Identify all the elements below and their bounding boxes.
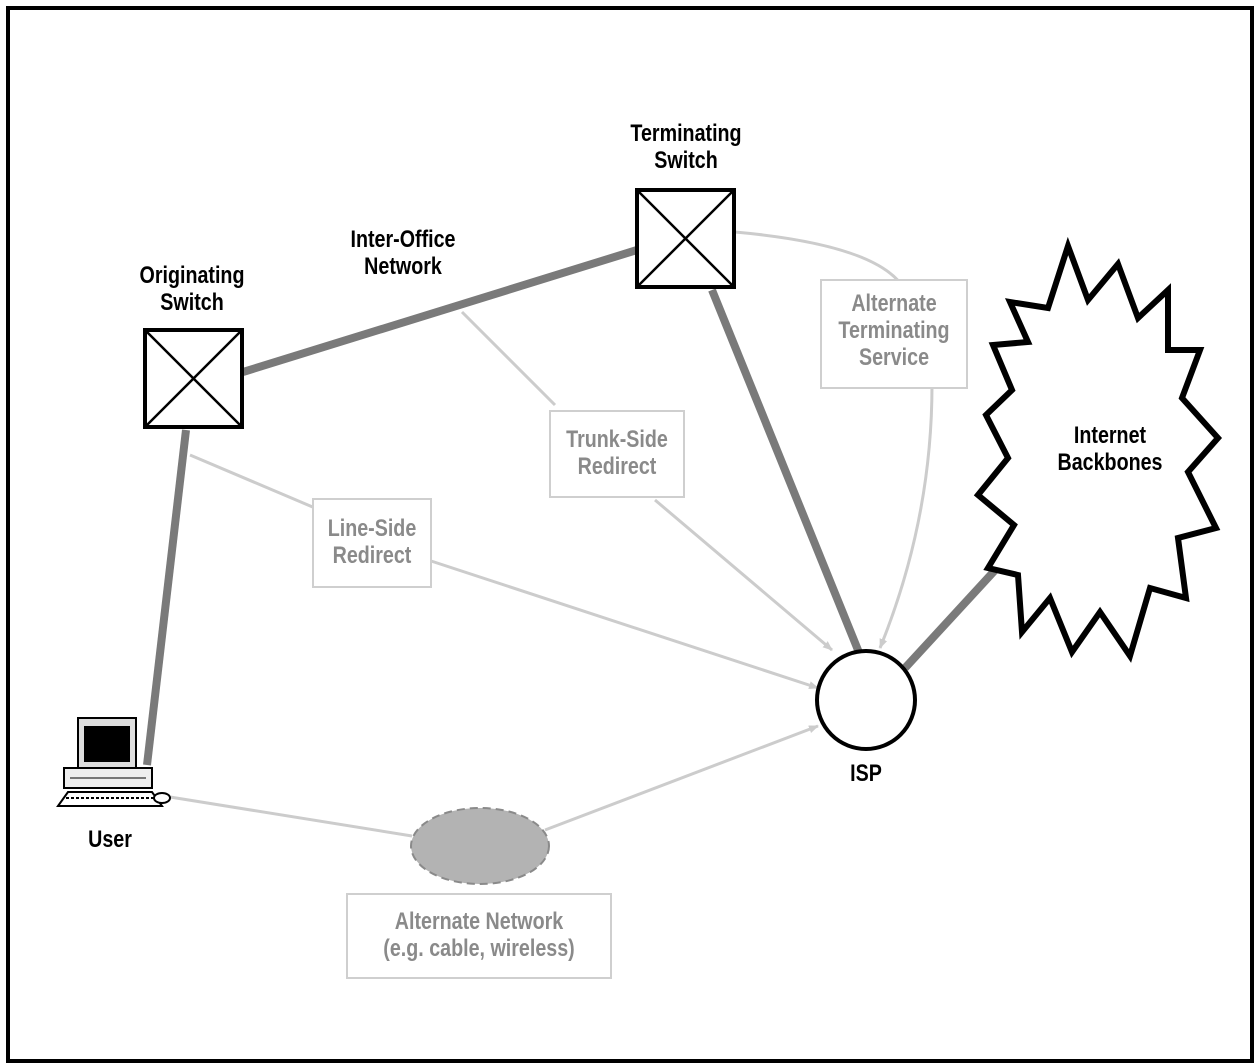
line-side-redirect-box: Line-Side Redirect — [312, 498, 432, 588]
user-label: User — [88, 826, 132, 853]
originating-switch-icon — [143, 328, 244, 429]
alternate-terminating-service-box: Alternate Terminating Service — [820, 279, 968, 389]
terminating-switch-icon — [635, 188, 736, 289]
alternate-network-line — [169, 726, 818, 838]
link-inter-office — [241, 246, 639, 376]
isp-label: ISP — [850, 760, 882, 787]
internet-backbones-label: Internet Backbones — [1057, 422, 1163, 476]
link-user-originating — [143, 429, 190, 766]
alternate-network-label: Alternate Network (e.g. cable, wireless) — [383, 908, 575, 962]
terminating-switch-label: Terminating Switch — [630, 120, 742, 174]
line-side-redirect-label: Line-Side Redirect — [327, 515, 417, 569]
internet-backbones-cloud-icon — [973, 236, 1223, 663]
alternate-network-ellipse — [410, 807, 550, 885]
user-computer-icon — [56, 717, 171, 807]
originating-switch-label: Originating Switch — [139, 262, 245, 316]
link-terminating-isp — [708, 288, 864, 657]
trunk-side-redirect-box: Trunk-Side Redirect — [549, 410, 685, 498]
isp-node-icon — [815, 649, 917, 751]
line-side-line — [189, 453, 818, 688]
alternate-terminating-service-label: Alternate Terminating Service — [838, 290, 950, 371]
trunk-side-redirect-label: Trunk-Side Redirect — [566, 426, 668, 480]
inter-office-network-label: Inter-Office Network — [350, 226, 456, 280]
trunk-side-line — [460, 310, 832, 650]
alternate-network-box: Alternate Network (e.g. cable, wireless) — [346, 893, 612, 979]
